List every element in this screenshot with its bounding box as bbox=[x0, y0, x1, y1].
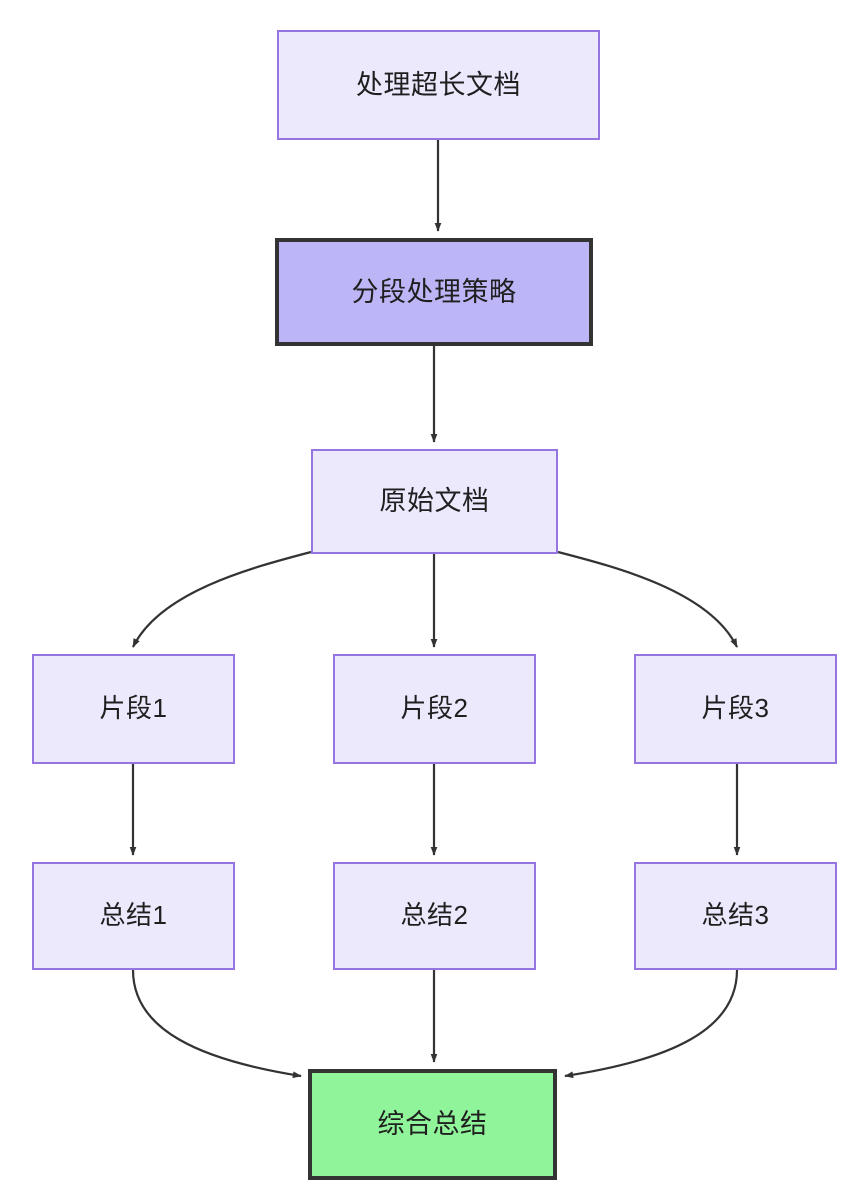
node-process-long-document[interactable]: 处理超长文档 bbox=[277, 30, 600, 140]
node-label: 原始文档 bbox=[379, 486, 490, 517]
node-final-summary[interactable]: 综合总结 bbox=[308, 1069, 557, 1180]
edge-source-to-chunk1 bbox=[132, 550, 312, 648]
node-label: 片段3 bbox=[701, 693, 770, 724]
edge-source-to-chunk3 bbox=[557, 550, 738, 648]
node-source-document[interactable]: 原始文档 bbox=[311, 449, 558, 554]
node-label: 综合总结 bbox=[377, 1109, 488, 1140]
node-summary-1[interactable]: 总结1 bbox=[32, 862, 235, 970]
node-label: 总结3 bbox=[701, 900, 770, 931]
edge-sum1-to-final bbox=[131, 969, 302, 1079]
node-label: 处理超长文档 bbox=[356, 69, 521, 100]
node-chunking-strategy[interactable]: 分段处理策略 bbox=[275, 238, 593, 346]
node-label: 总结1 bbox=[99, 900, 168, 931]
node-chunk-1[interactable]: 片段1 bbox=[32, 654, 235, 764]
node-chunk-2[interactable]: 片段2 bbox=[333, 654, 536, 764]
node-summary-2[interactable]: 总结2 bbox=[333, 862, 536, 970]
node-label: 分段处理策略 bbox=[351, 276, 517, 307]
node-label: 总结2 bbox=[400, 900, 469, 931]
node-summary-3[interactable]: 总结3 bbox=[634, 862, 837, 970]
node-label: 片段2 bbox=[400, 693, 469, 724]
edge-sum3-to-final bbox=[564, 969, 739, 1079]
node-chunk-3[interactable]: 片段3 bbox=[634, 654, 837, 764]
node-label: 片段1 bbox=[99, 693, 168, 724]
